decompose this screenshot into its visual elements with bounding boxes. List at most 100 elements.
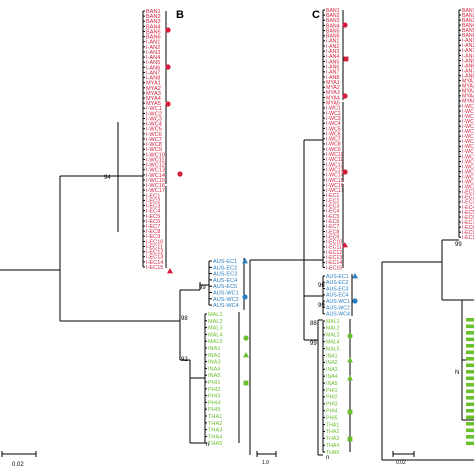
taxon-label: I-WC3: [146, 116, 162, 122]
taxon-label: PHI2: [326, 395, 338, 401]
taxon-label-fragment: [466, 409, 474, 413]
taxon-label: THA5: [326, 450, 339, 456]
taxon-label: I-WC17: [146, 188, 165, 194]
marker-square: [347, 409, 353, 415]
taxon-label: AUS-EC2: [213, 265, 237, 271]
taxon-label: MYA1: [326, 80, 340, 86]
taxon-label: AUS-EC1: [213, 259, 237, 265]
taxon-label: BAN1: [326, 8, 340, 14]
taxon-label: PHI2: [208, 387, 220, 393]
taxon-label: AUS-EC4: [213, 278, 237, 284]
marker-triangle: [243, 352, 249, 358]
marker-circle: [342, 22, 348, 28]
marker-triangle: [167, 268, 173, 274]
taxon-label: BAN6: [326, 34, 340, 40]
taxon-label: I-WC13: [326, 167, 344, 173]
bootstrap-value: 99: [310, 341, 317, 347]
taxon-label: I-WC15: [462, 174, 474, 180]
taxon-label: I-WC7: [326, 137, 341, 143]
panel-letter-b: B: [176, 9, 184, 21]
marker-square: [347, 436, 353, 442]
panel-letter-c: C: [312, 9, 320, 21]
taxon-label: I-WC15: [326, 178, 344, 184]
taxon-label: I-AN6: [146, 65, 160, 71]
taxon-label: INA5: [208, 373, 220, 379]
taxon-label: I-EC1: [146, 193, 160, 199]
taxon-label: THA1: [208, 414, 222, 420]
taxon-label: I-AN8: [146, 76, 160, 82]
bootstrap-value: N: [455, 370, 459, 376]
taxon-label: I-AN7: [326, 70, 339, 76]
taxon-label: I-WC9: [146, 147, 162, 153]
taxon-label: MYA2: [146, 86, 161, 92]
taxon-label: I-WC6: [462, 129, 474, 135]
taxon-label: BAN3: [146, 19, 161, 25]
marker-circle: [342, 93, 348, 99]
taxon-label: I-EC13: [146, 255, 163, 261]
taxon-label: AUS-WC2: [213, 297, 239, 303]
bootstrap-value: 99: [199, 285, 206, 291]
taxon-label: INA1: [326, 353, 338, 359]
bootstrap-value: 92: [181, 357, 188, 363]
taxon-label-fragment: [466, 428, 474, 433]
taxon-label: I-AN8: [462, 73, 474, 79]
marker-triangle: [347, 375, 353, 381]
taxon-label: I-EC1: [326, 193, 339, 199]
taxon-label: I-WC5: [146, 127, 162, 133]
scale-label: 1.0: [262, 460, 269, 466]
taxon-label-fragment: [466, 357, 474, 361]
marker-circle: [165, 101, 171, 107]
marker-square: [243, 380, 249, 386]
taxon-label-fragment: [466, 402, 474, 407]
taxon-label: I-EC10: [326, 240, 342, 246]
taxon-label: I-AN2: [462, 43, 474, 49]
bootstrap-value: 99: [318, 303, 325, 309]
taxon-label: I-EC8: [462, 225, 474, 231]
taxon-label-fragment: [466, 337, 474, 342]
taxon-label: INA4: [326, 374, 338, 380]
marker-square: [343, 56, 349, 62]
taxon-label: BAN1: [462, 8, 474, 14]
bootstrap-value: 94: [104, 175, 111, 181]
taxon-label: MYA2: [462, 84, 474, 90]
taxon-label-fragment: [466, 318, 474, 322]
taxon-label: I-AN5: [326, 59, 339, 65]
taxon-label: MAL2: [208, 319, 223, 325]
taxon-label: I-EC8: [326, 229, 339, 235]
taxon-label: I-EC3: [326, 204, 339, 210]
taxon-label: I-WC1: [146, 106, 162, 112]
taxon-label: I-WC1: [326, 106, 341, 112]
taxon-label: MYA5: [462, 99, 474, 105]
taxon-label: MYA1: [146, 81, 161, 87]
taxon-label: MAL2: [326, 326, 340, 332]
taxon-label: I-WC13: [462, 164, 474, 170]
taxon-label: I-WC10: [146, 152, 165, 158]
taxon-label-fragment: [466, 435, 474, 439]
taxon-label: I-WC8: [462, 139, 474, 145]
taxon-label: INA4: [208, 366, 220, 372]
taxon-label: BAN3: [462, 18, 474, 24]
bootstrap-value: 96: [318, 283, 325, 289]
taxon-label: I-EC14: [326, 260, 342, 266]
taxon-label: I-WC8: [326, 142, 341, 148]
taxon-label: I-WC9: [326, 147, 341, 153]
taxon-label: I-WC6: [326, 131, 341, 137]
taxon-label: PHI3: [208, 394, 220, 400]
marker-circle: [243, 335, 249, 341]
taxon-label: I-WC11: [326, 157, 343, 163]
taxon-label: I-AN3: [326, 49, 339, 55]
taxon-label-fragment: [466, 415, 474, 420]
taxon-label: I-EC5: [462, 210, 474, 216]
taxon-label: I-WC9: [462, 144, 474, 150]
taxon-label: I-AN1: [326, 39, 339, 45]
taxon-label: I-EC13: [326, 255, 342, 261]
taxon-label: AUS-WC1: [213, 290, 239, 296]
marker-circle: [347, 333, 353, 339]
taxon-label: I-WC4: [326, 121, 341, 127]
taxon-label: I-AN4: [326, 54, 339, 60]
bootstrap-value: 88: [310, 321, 317, 327]
taxon-label: I-EC6: [462, 215, 474, 221]
taxon-label: I-EC7: [326, 224, 339, 230]
taxon-label: INA5: [326, 381, 338, 387]
taxon-label: I-WC5: [326, 126, 341, 132]
